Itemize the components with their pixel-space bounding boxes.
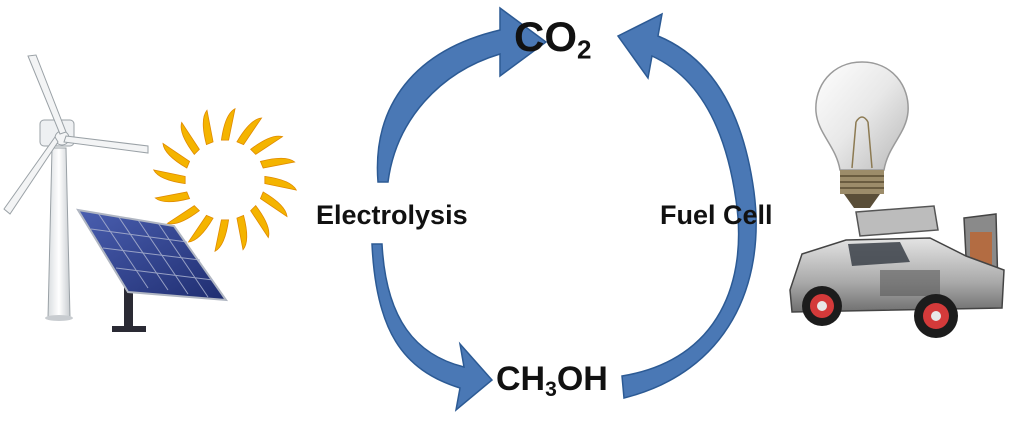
edge-label-fuel-cell: Fuel Cell [660, 200, 773, 230]
sun-ray [154, 191, 191, 203]
sun-ray [202, 109, 214, 146]
sun-ray [264, 175, 298, 191]
sun-ray [162, 142, 191, 169]
sun-ray [152, 169, 186, 185]
solar-panel [76, 208, 229, 332]
co2-subscript: 2 [577, 34, 592, 65]
sun-icon [152, 107, 298, 253]
sun-ray [180, 121, 200, 155]
sun-ray [214, 219, 230, 253]
car-icon [789, 205, 1005, 338]
sun-ray [250, 135, 284, 155]
co2-main-text: CO [514, 13, 577, 60]
edge-label-electrolysis: Electrolysis [316, 200, 468, 230]
ch3oh-subscript: 3 [545, 377, 557, 401]
arrow-electrolysis-upper [376, 6, 548, 183]
sun-ray [259, 191, 288, 218]
sun-ray [187, 214, 214, 243]
wind-turbine [3, 54, 149, 321]
ch3oh-main-text: CH [496, 360, 546, 398]
sun-ray [259, 157, 296, 169]
sun-ray [236, 117, 263, 146]
node-co2: CO2 [514, 13, 591, 63]
light-bulb-icon [815, 61, 909, 208]
arrow-electrolysis-lower [371, 243, 494, 412]
sun-ray [166, 205, 200, 225]
sun-ray [220, 107, 236, 141]
ch3oh-tail-text: OH [556, 360, 608, 398]
sun-ray [250, 205, 270, 239]
arrow-fuel-cell [616, 12, 757, 399]
node-ch3oh: CH3OH [496, 360, 608, 400]
sun-ray [236, 214, 248, 251]
